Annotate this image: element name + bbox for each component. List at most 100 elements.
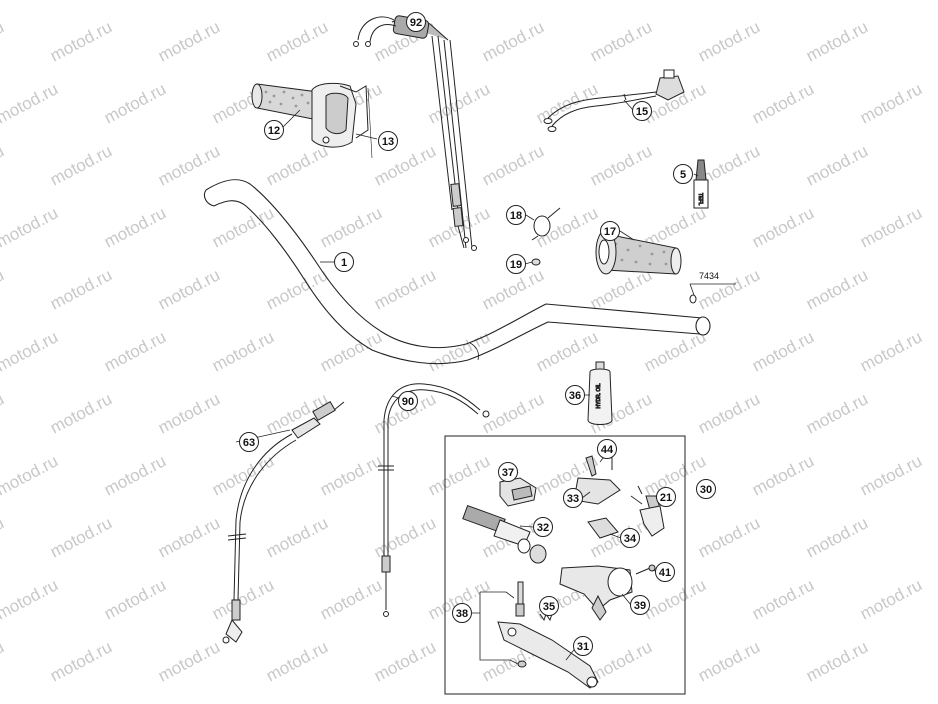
svg-text:18: 18: [510, 210, 522, 222]
watermark-text: motod.ru: [47, 265, 115, 313]
callout-30: 30: [696, 479, 716, 499]
svg-text:12: 12: [268, 125, 280, 137]
callout-33: 33: [563, 488, 583, 508]
watermark-text: motod.ru: [317, 0, 385, 4]
watermark-text: motod.ru: [695, 17, 763, 65]
callout-19: 19: [506, 254, 526, 274]
watermark-text: motod.ru: [155, 513, 223, 561]
watermark-text: motod.ru: [209, 451, 277, 499]
watermark-text: motod.ru: [749, 203, 817, 251]
watermark-text: motod.ru: [479, 141, 547, 189]
callout-44: 44: [597, 439, 617, 459]
svg-text:39: 39: [634, 600, 646, 612]
svg-text:19: 19: [510, 259, 522, 271]
watermark-text: motod.ru: [533, 203, 601, 251]
watermark-text: motod.ru: [803, 265, 871, 313]
cable-tie: [531, 207, 561, 241]
watermark-text: motod.ru: [533, 0, 601, 4]
callout-41: 41: [655, 562, 675, 582]
watermark-text: motod.ru: [0, 17, 7, 65]
svg-text:38: 38: [456, 608, 468, 620]
kill-switch: [543, 69, 685, 132]
watermark-text: motod.ru: [803, 513, 871, 561]
watermark-text: motod.ru: [0, 79, 61, 127]
watermark-text: motod.ru: [749, 575, 817, 623]
watermark-text: motod.ru: [317, 203, 385, 251]
watermark-text: motod.ru: [101, 203, 169, 251]
watermark-text: motod.ru: [587, 141, 655, 189]
watermark-text: motod.ru: [101, 327, 169, 375]
small-nut: [531, 258, 541, 266]
watermark-text: motod.ru: [101, 451, 169, 499]
watermark-text: motod.ru: [857, 79, 925, 127]
callout-12: 12: [264, 120, 284, 140]
hydraulic-oil-bottle: HYDR. OIL: [587, 361, 613, 425]
callout-90: 90: [398, 391, 418, 411]
watermark-text: motod.ru: [155, 141, 223, 189]
svg-text:34: 34: [624, 533, 637, 545]
watermark-text: motod.ru: [101, 0, 169, 4]
callout-63: 63: [239, 432, 259, 452]
svg-text:21: 21: [660, 492, 672, 504]
watermark-text: motod.ru: [749, 327, 817, 375]
svg-text:1: 1: [341, 257, 347, 269]
watermark-text: motod.ru: [857, 451, 925, 499]
handlebar: [203, 179, 711, 365]
watermark-text: motod.ru: [641, 0, 709, 4]
watermark-text: motod.ru: [47, 637, 115, 685]
svg-text:92: 92: [410, 17, 422, 29]
watermark-text: motod.ru: [371, 513, 439, 561]
throttle-assembly: [251, 82, 373, 159]
svg-text:13: 13: [382, 136, 394, 148]
callout-15: 15: [632, 101, 652, 121]
watermark-text: motod.ru: [857, 203, 925, 251]
svg-text:5: 5: [680, 169, 686, 181]
callout-13: 13: [378, 131, 398, 151]
watermark-text: motod.ru: [155, 637, 223, 685]
watermark-text: motod.ru: [47, 17, 115, 65]
watermark-text: motod.ru: [425, 327, 493, 375]
watermark-text: motod.ru: [263, 637, 331, 685]
watermark-text: motod.ru: [803, 637, 871, 685]
watermark-text: motod.ru: [0, 0, 61, 4]
svg-text:15: 15: [636, 106, 648, 118]
svg-text:63: 63: [243, 437, 255, 449]
svg-text:35: 35: [543, 601, 555, 613]
callout-92: 92: [406, 12, 426, 32]
watermark-text: motod.ru: [47, 513, 115, 561]
watermark-text: motod.ru: [587, 17, 655, 65]
watermark-text: motod.ru: [533, 79, 601, 127]
watermark-text: motod.ru: [749, 0, 817, 4]
clutch-cable-63: [222, 400, 345, 644]
callouts: 92 12 13 15 5 17 18 19 1 7434 63 90 36 4…: [239, 12, 719, 656]
callout-37: 37: [498, 462, 518, 482]
watermark-text: motod.ru: [263, 141, 331, 189]
left-grip: [595, 229, 682, 275]
watermark-text: motod.ru: [857, 575, 925, 623]
callout-21: 21: [656, 487, 676, 507]
watermark-text: motod.ru: [209, 575, 277, 623]
watermark-text: motod.ru: [695, 513, 763, 561]
watermark-text: motod.ru: [695, 389, 763, 437]
watermark-text: motod.ru: [209, 327, 277, 375]
callout-1: 1: [334, 252, 354, 272]
watermark-text: motod.ru: [803, 141, 871, 189]
watermark-text: motod.ru: [749, 79, 817, 127]
svg-text:30: 30: [700, 484, 712, 496]
watermark-text: motod.ru: [101, 575, 169, 623]
watermark-text: motod.ru: [263, 513, 331, 561]
watermark-text: motod.ru: [425, 451, 493, 499]
svg-text:37: 37: [502, 467, 514, 479]
svg-text:7434: 7434: [699, 271, 719, 281]
watermark-text: motod.ru: [803, 17, 871, 65]
watermark-text: motod.ru: [0, 141, 7, 189]
watermark-text: motod.ru: [0, 265, 7, 313]
svg-text:32: 32: [537, 522, 549, 534]
watermark-text: motod.ru: [857, 0, 925, 4]
callout-32: 32: [533, 517, 553, 537]
watermark-text: motod.ru: [371, 637, 439, 685]
callout-34: 34: [620, 528, 640, 548]
watermark-text: motod.ru: [317, 451, 385, 499]
watermark-text: motod.ru: [749, 451, 817, 499]
